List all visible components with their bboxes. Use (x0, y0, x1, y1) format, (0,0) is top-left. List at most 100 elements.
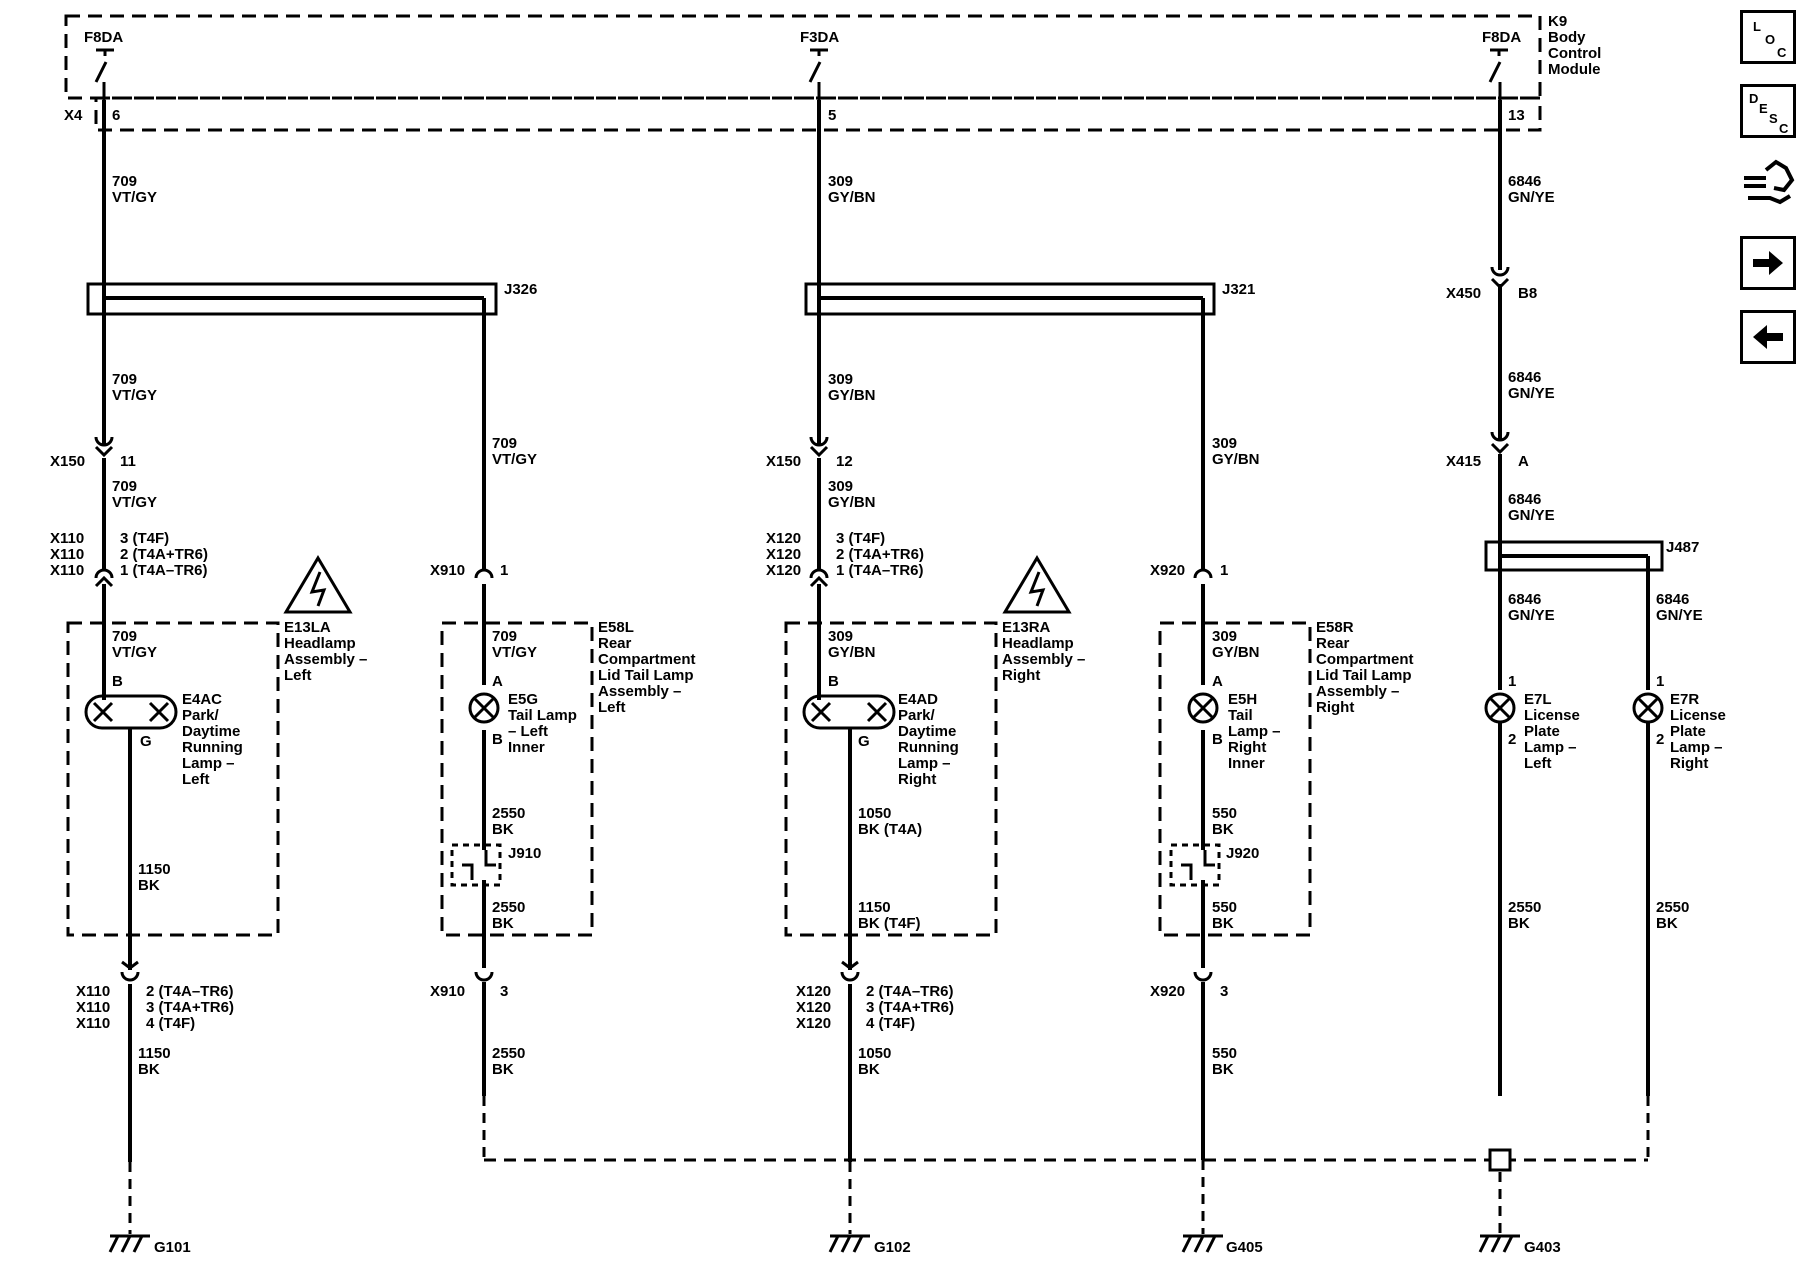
wire-num-6846-d: 6846 (1508, 591, 1541, 608)
e7r-l4: Right (1670, 755, 1708, 772)
conn-t4at6-d: 3 (T4A+TR6) (866, 999, 954, 1016)
ground-g403-label: G403 (1524, 1239, 1561, 1256)
conn-x120-b: X120 (766, 546, 801, 563)
conn-pin-11: 11 (120, 453, 136, 470)
wire-color-550-c: BK (1212, 1061, 1234, 1078)
svg-text:O: O (1765, 32, 1775, 47)
lamp-e5g (468, 692, 500, 724)
connector-arcs (94, 266, 1510, 982)
arrow-right-icon (1753, 251, 1783, 275)
conn-pin-12: 12 (836, 453, 853, 470)
e7l-l3: Lamp – (1524, 739, 1577, 756)
wire-color-6846-d: GN/YE (1508, 607, 1555, 624)
wire-num-709-a: 709 (112, 173, 137, 190)
conn-pin-b8: B8 (1518, 285, 1537, 302)
conn-t4f-d: 4 (T4F) (866, 1015, 915, 1032)
wire-color-550-b: BK (1212, 915, 1234, 932)
e5g-id: E5G (508, 691, 538, 708)
wire-color-1150-c: BK (T4F) (858, 915, 921, 932)
module-connector: X4 (64, 107, 83, 124)
conn-x910-a: X910 (430, 562, 465, 579)
prev-page-button[interactable] (1740, 310, 1796, 364)
e13ra-box (784, 621, 998, 937)
module-connector-box (94, 96, 1542, 132)
wire-num-2550-a: 2550 (492, 805, 525, 822)
svg-text:L: L (1753, 19, 1761, 34)
wire-num-309-e: 309 (1212, 435, 1237, 452)
conn-t4at6-b: 3 (T4A+TR6) (146, 999, 234, 1016)
svg-text:D: D (1749, 91, 1758, 106)
next-page-button[interactable] (1740, 236, 1796, 290)
e13ra-l1: Headlamp (1002, 635, 1074, 652)
j910-label: J910 (508, 845, 541, 862)
wire-color-709-a: VT/GY (112, 189, 157, 206)
e4ac-pin-g: G (140, 733, 152, 750)
e5g-l3: Inner (508, 739, 545, 756)
e7r-id: E7R (1670, 691, 1699, 708)
arrow-left-icon (1753, 325, 1783, 349)
e5h-id: E5H (1228, 691, 1257, 708)
wire-color-2550-e: BK (1656, 915, 1678, 932)
jumper-j910 (450, 843, 502, 887)
conn-x120-f: X120 (796, 1015, 831, 1032)
wire-num-1050-a: 1050 (858, 805, 891, 822)
e5h-l3: Right (1228, 739, 1266, 756)
svg-text:C: C (1779, 121, 1789, 135)
wire-color-309-f: GY/BN (1212, 644, 1260, 661)
e5h-l1: Tail (1228, 707, 1253, 724)
e58r-id: E58R (1316, 619, 1354, 636)
wire-color-2550-b: BK (492, 915, 514, 932)
lamp-e4ad (802, 694, 896, 748)
wire-color-709-e: VT/GY (492, 451, 537, 468)
e13ra-l3: Right (1002, 667, 1040, 684)
conn-t4f-c: 3 (T4F) (836, 530, 885, 547)
e7l-l2: Plate (1524, 723, 1560, 740)
wire-num-309-a: 309 (828, 173, 853, 190)
connector-icon (1744, 159, 1795, 205)
wire-num-6846-b: 6846 (1508, 369, 1541, 386)
e5h-l4: Inner (1228, 755, 1265, 772)
wire-num-1150-b: 1150 (138, 1045, 171, 1062)
conn-x110-a: X110 (50, 530, 84, 547)
ground-g101-label: G101 (154, 1239, 191, 1256)
wire-num-309-d: 309 (828, 628, 853, 645)
desc-button[interactable]: D E S C (1740, 84, 1796, 138)
e58l-l5: Left (598, 699, 626, 716)
e58l-id: E58L (598, 619, 634, 636)
svg-text:S: S (1769, 111, 1778, 126)
loc-button[interactable]: L O C (1740, 10, 1796, 64)
jumper-j920 (1169, 843, 1221, 887)
e58r-l1: Rear (1316, 635, 1350, 652)
lamp-e4ac (84, 694, 178, 748)
conn-x910-b: X910 (430, 983, 465, 1000)
e13la-l2: Assembly – (284, 651, 367, 668)
wire-num-309-f: 309 (1212, 628, 1237, 645)
module-line2: Body (1548, 29, 1586, 46)
wire-color-6846-b: GN/YE (1508, 385, 1555, 402)
e58r-l5: Right (1316, 699, 1354, 716)
e58l-l2: Compartment (598, 651, 696, 668)
svg-text:E: E (1759, 101, 1768, 116)
e7l-l1: License (1524, 707, 1580, 724)
e7l-pin-1: 1 (1508, 673, 1516, 690)
e58r-box (1158, 621, 1312, 937)
connector-button[interactable] (1740, 156, 1796, 210)
wire-num-550-b: 550 (1212, 899, 1237, 916)
wire-color-550-a: BK (1212, 821, 1234, 838)
loc-icon: L O C (1753, 19, 1787, 60)
e5h-l2: Lamp – (1228, 723, 1281, 740)
conn-x920-b: X920 (1150, 983, 1185, 1000)
wire-color-309-d: GY/BN (828, 644, 876, 661)
lamp-e7r (1632, 692, 1664, 724)
j920-label: J920 (1226, 845, 1259, 862)
e58l-l1: Rear (598, 635, 632, 652)
conn-pin-a: A (1518, 453, 1529, 470)
wire-num-2550-d: 2550 (1508, 899, 1541, 916)
conn-x110-e: X110 (76, 999, 110, 1016)
e5g-pin-b: B (492, 731, 503, 748)
fuse-label-2: F3DA (800, 29, 839, 46)
conn-x120-d: X120 (796, 983, 831, 1000)
e5h-pin-b: B (1212, 731, 1223, 748)
wire-color-6846-a: GN/YE (1508, 189, 1555, 206)
